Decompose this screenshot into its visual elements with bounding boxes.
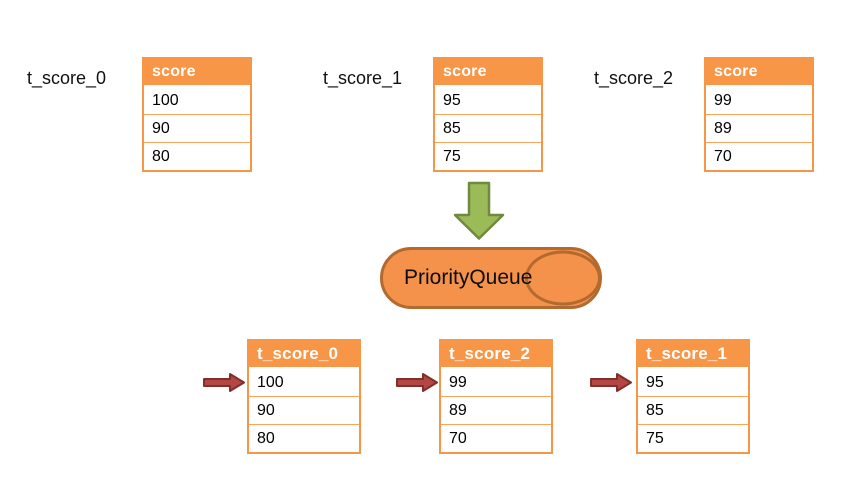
table-cell: 100 xyxy=(249,369,359,396)
top-table-label-2: t_score_2 xyxy=(594,68,674,88)
top-table-t-score-2: score 99 89 70 xyxy=(704,57,814,172)
priority-queue-shape: PriorityQueue xyxy=(380,247,602,309)
queue-end-ellipse xyxy=(525,250,601,306)
top-table-t-score-0: score 100 90 80 xyxy=(142,57,252,172)
table-cell: 85 xyxy=(638,396,748,424)
right-arrow-icon xyxy=(590,373,632,392)
bottom-table-t-score-1: t_score_1 95 85 75 xyxy=(636,339,750,454)
table-cell: 90 xyxy=(249,396,359,424)
top-table-label-1: t_score_1 xyxy=(323,68,403,88)
table-cell: 95 xyxy=(638,369,748,396)
priority-queue-label: PriorityQueue xyxy=(404,266,533,289)
table-header: t_score_1 xyxy=(638,341,748,369)
table-cell: 90 xyxy=(144,114,250,142)
bottom-table-t-score-0: t_score_0 100 90 80 xyxy=(247,339,361,454)
table-header: t_score_2 xyxy=(441,341,551,369)
top-table-label-0: t_score_0 xyxy=(27,68,107,88)
table-cell: 99 xyxy=(441,369,551,396)
column-header: score xyxy=(435,59,541,87)
right-arrow-icon xyxy=(203,373,245,392)
down-arrow-icon xyxy=(453,181,505,240)
table-cell: 100 xyxy=(144,87,250,114)
table-cell: 75 xyxy=(638,424,748,452)
column-header: score xyxy=(144,59,250,87)
table-cell: 85 xyxy=(435,114,541,142)
table-cell: 89 xyxy=(441,396,551,424)
table-header: t_score_0 xyxy=(249,341,359,369)
column-header: score xyxy=(706,59,812,87)
table-cell: 95 xyxy=(435,87,541,114)
top-table-t-score-1: score 95 85 75 xyxy=(433,57,543,172)
table-cell: 99 xyxy=(706,87,812,114)
table-cell: 75 xyxy=(435,142,541,170)
right-arrow-icon xyxy=(396,373,438,392)
table-cell: 89 xyxy=(706,114,812,142)
table-cell: 80 xyxy=(144,142,250,170)
table-cell: 80 xyxy=(249,424,359,452)
table-cell: 70 xyxy=(706,142,812,170)
bottom-table-t-score-2: t_score_2 99 89 70 xyxy=(439,339,553,454)
table-cell: 70 xyxy=(441,424,551,452)
